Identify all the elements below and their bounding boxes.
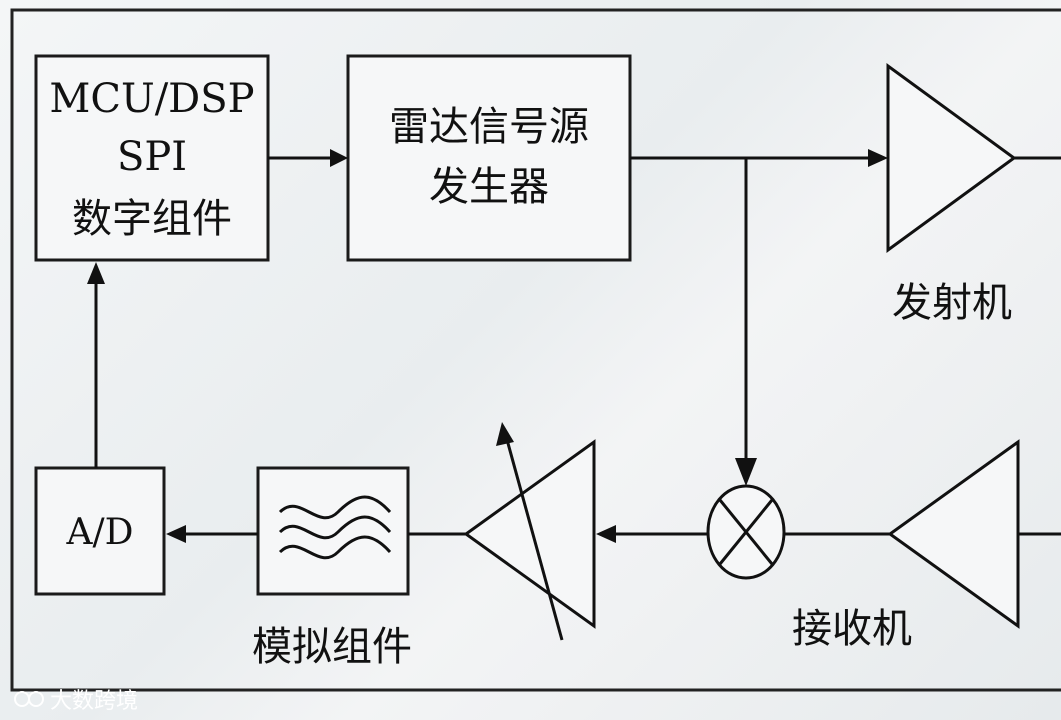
- arrow-ad-to-mcu: [87, 262, 105, 284]
- watermark-text: 大数跨境: [50, 689, 138, 714]
- mcu-dsp-label: MCU/DSP: [49, 76, 254, 122]
- ad-converter-box: [34, 466, 166, 596]
- receiver-amplifier-icon: [887, 439, 1020, 629]
- radar-signal-source-block: 雷达信号源 发生器: [346, 54, 632, 262]
- arrow-mixer-to-vga: [596, 525, 616, 543]
- receiver-label: 接收机: [792, 606, 912, 652]
- radar-signal-source-box: [346, 54, 632, 262]
- arrow-branch-to-mixer: [735, 458, 757, 486]
- ad-converter-block: A/D: [34, 466, 166, 596]
- digital-component-label: 数字组件: [72, 196, 232, 242]
- arrow-radar-to-transmitter: [868, 149, 888, 167]
- arrow-mcu-to-radar: [330, 149, 348, 167]
- watermark-logo-icon: [14, 691, 30, 707]
- filter-wave-3: [278, 535, 392, 560]
- ad-label: A/D: [66, 512, 134, 553]
- radar-signal-source-label: 雷达信号源: [389, 104, 589, 150]
- watermark: 大数跨境: [14, 689, 138, 714]
- transmitter-amplifier-icon: [886, 63, 1017, 253]
- arrow-filter-to-ad: [166, 525, 186, 543]
- spi-label: SPI: [117, 134, 187, 180]
- analog-filter-block: [256, 466, 410, 596]
- variable-gain-amplifier-icon: [463, 422, 596, 641]
- mcu-dsp-block: MCU/DSP SPI 数字组件: [34, 54, 270, 262]
- mixer-icon: [706, 484, 786, 580]
- generator-label: 发生器: [429, 164, 549, 210]
- outer-frame: [10, 8, 1061, 692]
- filter-wave-2: [278, 515, 392, 540]
- filter-wave-1: [278, 495, 392, 520]
- analog-component-label: 模拟组件: [252, 624, 412, 670]
- transmitter-label: 发射机: [892, 280, 1012, 326]
